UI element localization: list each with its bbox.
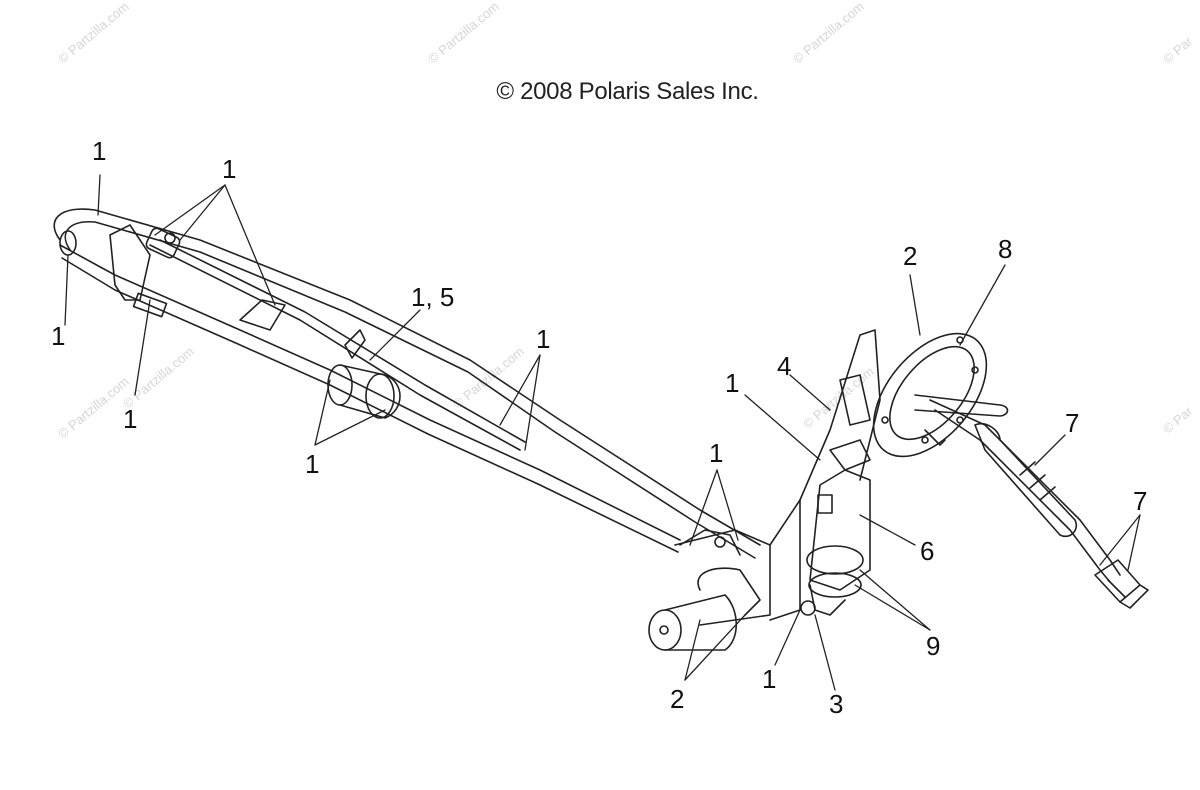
- callout-2: 2: [903, 241, 917, 271]
- hose-clamp: [145, 227, 181, 259]
- callout-1: 1: [305, 449, 319, 479]
- callout-1: 1: [51, 321, 65, 351]
- copyright-text: © 2008 Polaris Sales Inc.: [496, 78, 759, 105]
- pump-bracket: [674, 499, 801, 626]
- callout-1: 1: [123, 404, 137, 434]
- wire-harness: [929, 399, 1121, 583]
- callout-1-5: 1, 5: [411, 282, 454, 312]
- callout-7: 7: [1065, 408, 1079, 438]
- callout-1: 1: [536, 324, 550, 354]
- pump-motor: [648, 567, 761, 651]
- callout-labels: 1 1 1 1 1 1 1 1, 5 1 1 1 1 1 2 2 2 3 4 6…: [51, 136, 1147, 719]
- fuel-filter: [327, 329, 401, 419]
- callout-1: 1: [222, 154, 236, 184]
- callout-1: 1: [725, 368, 739, 398]
- callout-9: 9: [926, 631, 940, 661]
- fuel-pump-module: [799, 329, 881, 616]
- leader-lines: [64, 174, 1141, 691]
- callout-2: 2: [670, 684, 684, 714]
- callout-4: 4: [777, 351, 791, 381]
- callout-1: 1: [762, 664, 776, 694]
- hose-clamp: [239, 299, 286, 331]
- mounting-flange: [872, 332, 1009, 458]
- callout-7: 7: [1133, 486, 1147, 516]
- fuel-line: [53, 208, 761, 559]
- callout-1: 1: [92, 136, 106, 166]
- callout-1: 1: [709, 438, 723, 468]
- electrical-connector: [1094, 559, 1149, 609]
- callout-8: 8: [998, 234, 1012, 264]
- callout-3: 3: [829, 689, 843, 719]
- callout-6: 6: [920, 536, 934, 566]
- left-fitting: [59, 224, 168, 318]
